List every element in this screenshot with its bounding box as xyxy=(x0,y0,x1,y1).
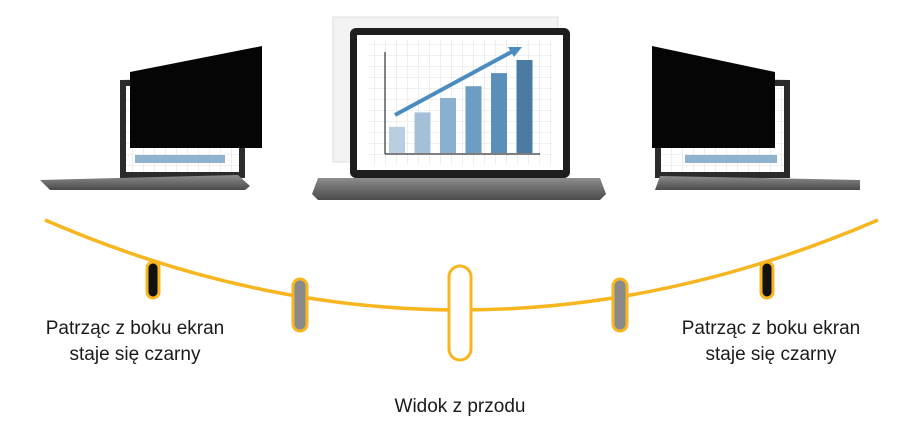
privacy-filter-left xyxy=(130,46,262,148)
marker-left xyxy=(291,277,309,333)
left-laptop xyxy=(40,46,262,190)
marker-right xyxy=(611,277,629,333)
marker-far-left xyxy=(145,260,161,300)
marker-front xyxy=(447,264,473,362)
left-caption-line1: Patrząc z boku ekran xyxy=(45,318,225,339)
screen-chart-bar xyxy=(491,73,507,153)
right-caption-line2: staje się czarny xyxy=(705,344,837,365)
screen-chart-bar xyxy=(440,97,456,153)
right-caption-line1: Patrząc z boku ekran xyxy=(681,318,861,339)
screen-chart-bar xyxy=(516,60,533,153)
screen-chart-bar xyxy=(414,112,431,153)
privacy-filter-right xyxy=(652,46,775,148)
left-caption-line2: staje się czarny xyxy=(69,344,201,365)
marker-far-right xyxy=(759,260,775,300)
center-laptop xyxy=(312,16,606,200)
screen-chart-bar xyxy=(389,126,405,153)
right-laptop xyxy=(652,46,860,190)
right-side-caption: Patrząc z boku ekran staje się czarny xyxy=(664,316,878,368)
screen-chart-bar xyxy=(465,86,482,153)
left-side-caption: Patrząc z boku ekran staje się czarny xyxy=(30,316,240,368)
front-view-caption: Widok z przodu xyxy=(394,396,526,417)
